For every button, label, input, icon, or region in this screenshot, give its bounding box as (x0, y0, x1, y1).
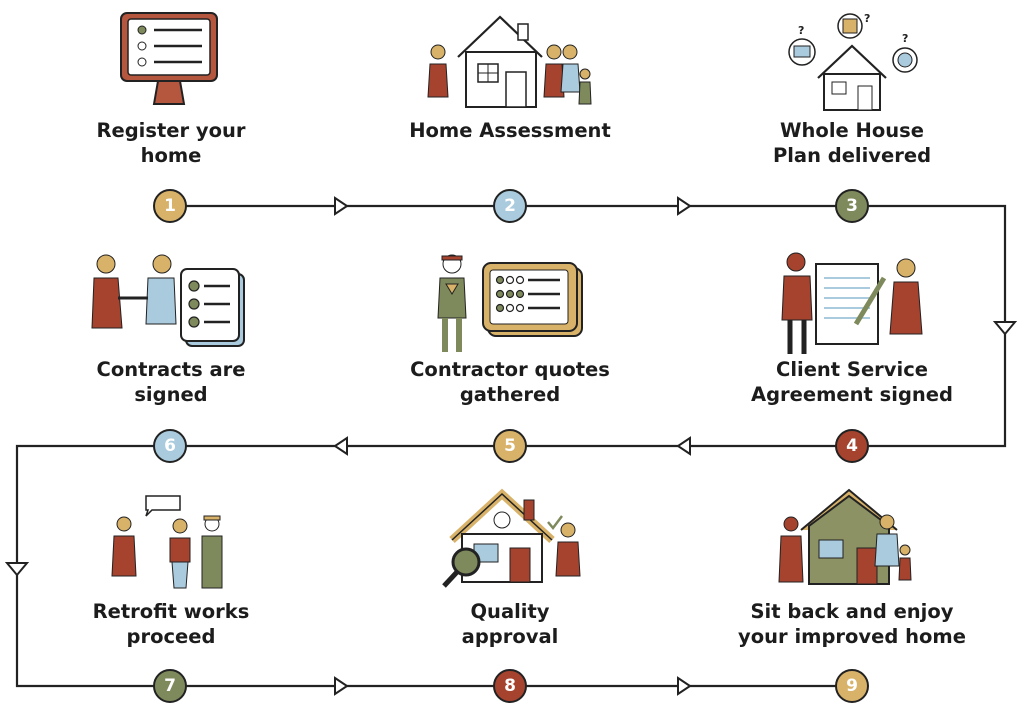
retrofit-team-icon (111, 495, 223, 589)
step-1-badge: 1 (153, 189, 187, 223)
arrow-right-icon (334, 676, 349, 696)
arrow-right-icon (677, 676, 692, 696)
step-5-badge: 5 (493, 429, 527, 463)
arrow-left-icon (333, 436, 348, 456)
step-8-badge: 8 (493, 669, 527, 703)
arrow-down-icon (992, 321, 1018, 336)
happy-family-home-icon (778, 488, 912, 585)
handshake-checklist-icon (91, 254, 245, 347)
arrow-left-icon (676, 436, 691, 456)
svg-text:?: ? (902, 32, 908, 45)
home-assessment-family-icon (427, 15, 592, 108)
house-plan-question-icon: ? ? ? (788, 12, 918, 111)
svg-text:?: ? (864, 12, 870, 25)
arrow-right-icon (334, 196, 349, 216)
quality-inspection-icon (442, 488, 581, 588)
arrow-right-icon (677, 196, 692, 216)
step-2-badge: 2 (493, 189, 527, 223)
agreement-document-icon (781, 252, 923, 354)
step-7-badge: 7 (153, 669, 187, 703)
step-9-badge: 9 (835, 669, 869, 703)
step-4-badge: 4 (835, 429, 869, 463)
arrow-down-icon (4, 562, 30, 577)
svg-text:?: ? (798, 24, 804, 37)
contractor-tablet-icon (437, 254, 583, 352)
step-6-badge: 6 (153, 429, 187, 463)
step-3-badge: 3 (835, 189, 869, 223)
monitor-checklist-icon (120, 12, 218, 105)
step-2-label: Home Assessment (409, 119, 611, 142)
